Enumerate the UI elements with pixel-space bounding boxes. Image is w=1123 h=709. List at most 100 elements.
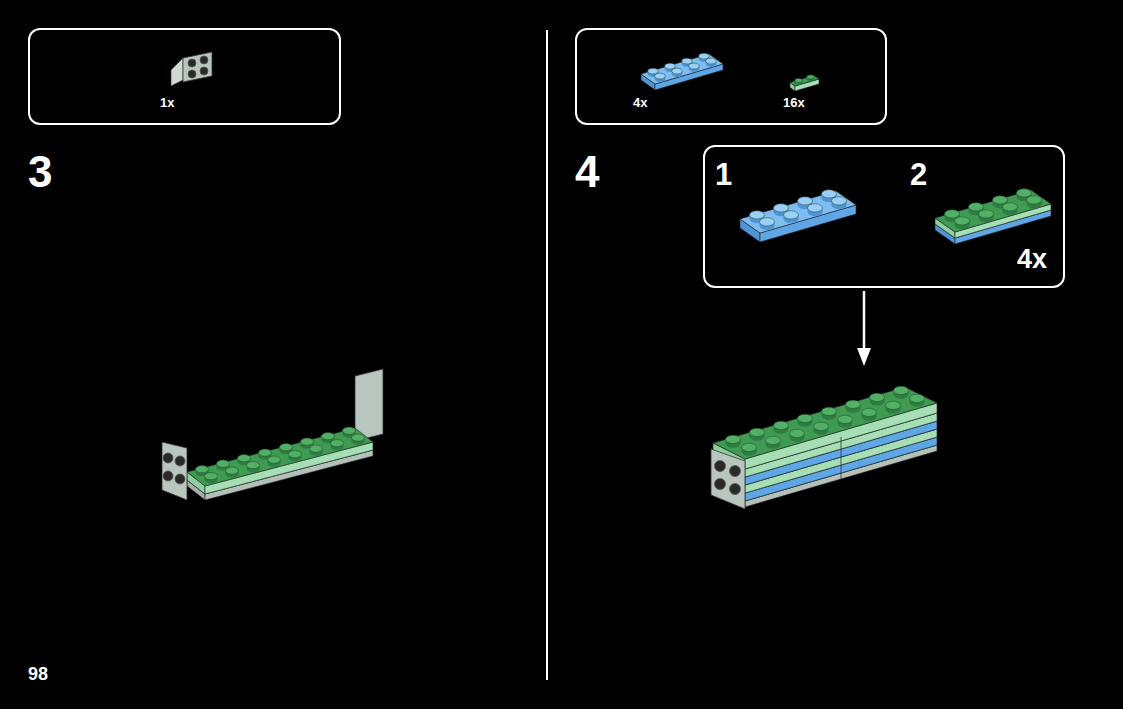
bracket-plate: [711, 449, 745, 509]
stud: [204, 473, 217, 480]
stud: [682, 58, 693, 64]
parts-box: 4x 16x: [575, 28, 887, 125]
brick-top: [790, 76, 819, 87]
stud: [886, 401, 901, 409]
bracket-plate: [183, 52, 212, 82]
stud: [814, 422, 829, 430]
page-divider: [546, 30, 548, 680]
bracket-stud: [163, 471, 173, 481]
brick-top: [935, 190, 1051, 232]
stud: [790, 429, 805, 437]
brick-top: [740, 191, 856, 233]
stud: [760, 218, 775, 226]
stud: [870, 393, 885, 401]
stud: [267, 456, 280, 463]
stud: [822, 407, 837, 415]
bracket-stud: [175, 456, 185, 466]
brick-top: [187, 428, 373, 486]
stud: [838, 415, 853, 423]
stud: [309, 445, 322, 452]
stud: [795, 78, 803, 82]
stud: [216, 460, 229, 467]
stud: [979, 210, 994, 218]
stud: [807, 75, 815, 79]
stud: [832, 197, 847, 205]
stud: [672, 68, 683, 74]
bracket-plate: [355, 369, 383, 441]
quantity-label: 16x: [783, 96, 805, 109]
stud: [993, 196, 1008, 204]
parts-box: 1x: [28, 28, 341, 125]
brick-side: [205, 442, 373, 494]
stud: [689, 63, 700, 69]
substep-number: 2: [910, 159, 927, 190]
bracket-stud: [188, 70, 196, 78]
stud: [342, 427, 355, 434]
stud: [774, 421, 789, 429]
stud: [665, 63, 676, 69]
stud: [246, 462, 259, 469]
substep-number: 1: [715, 159, 732, 190]
stud: [321, 433, 334, 440]
stud: [351, 434, 364, 441]
stud: [862, 408, 877, 416]
stud: [706, 58, 717, 64]
stud: [945, 210, 960, 218]
stud: [279, 444, 292, 451]
stud: [330, 440, 343, 447]
brick-top: [935, 196, 1051, 238]
brick-top: [713, 413, 937, 485]
stud: [742, 443, 757, 451]
stud: [237, 455, 250, 462]
stud: [655, 73, 666, 79]
bracket-stud: [730, 466, 741, 477]
brick-top: [713, 387, 937, 459]
brick-side: [205, 450, 373, 500]
bracket-plate: [162, 442, 187, 500]
bracket-stud: [730, 484, 741, 495]
brick-top: [641, 54, 723, 84]
bracket-stud: [200, 67, 208, 75]
stud: [774, 204, 789, 212]
stud: [808, 204, 823, 212]
bracket-stud: [163, 453, 173, 463]
placement-arrow: [863, 291, 866, 350]
stud: [288, 451, 301, 458]
bracket-stud: [715, 479, 726, 490]
stud: [1003, 203, 1018, 211]
bracket-stud: [175, 474, 185, 484]
stud: [726, 435, 741, 443]
bracket-stud: [715, 461, 726, 472]
brick-side: [760, 205, 856, 242]
brick-side: [655, 64, 723, 90]
stud: [784, 211, 799, 219]
bracket-plate: [171, 58, 183, 86]
bracket-stud: [188, 59, 196, 67]
stud: [699, 53, 710, 59]
stud: [846, 400, 861, 408]
step-number: 3: [28, 150, 52, 194]
substep-box: 1 2 4x: [703, 145, 1065, 288]
quantity-label: 4x: [633, 96, 647, 109]
stud: [766, 436, 781, 444]
stud: [195, 466, 208, 473]
stud: [258, 449, 271, 456]
placement-arrowhead: [857, 348, 871, 366]
quantity-label: 4x: [1017, 246, 1047, 273]
stud: [969, 203, 984, 211]
stud: [798, 197, 813, 205]
stud: [798, 414, 813, 422]
step-number: 4: [575, 150, 599, 194]
bracket-stud: [200, 56, 208, 64]
stud: [648, 68, 659, 74]
stud: [894, 386, 909, 394]
stud: [910, 394, 925, 402]
stud: [822, 190, 837, 198]
stud: [750, 428, 765, 436]
stud: [1017, 189, 1032, 197]
plate-seam: [841, 437, 842, 479]
brick-illustrations: [162, 52, 1051, 509]
stud: [225, 467, 238, 474]
stud: [1027, 196, 1042, 204]
